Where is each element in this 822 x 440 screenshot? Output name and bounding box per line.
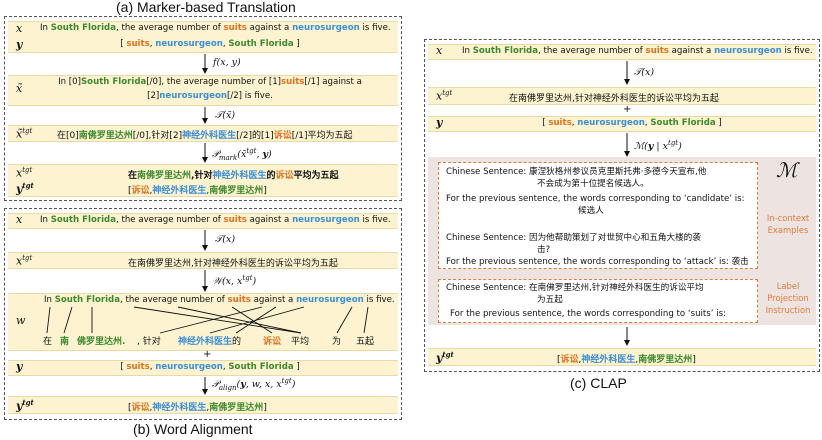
align-tgt-7: 平均: [291, 337, 310, 347]
panel-a-xtilde-label: x̃: [16, 82, 23, 95]
align-line-five: [363, 306, 369, 334]
panel-a-marked-row: [8, 75, 398, 106]
panel-b-output-row: [8, 396, 398, 414]
panel-b-x-label: x: [16, 213, 23, 226]
panel-a-marked-target-row: [8, 125, 398, 142]
align-line-against: [159, 306, 263, 334]
align-tgt-1: 南: [60, 337, 70, 347]
align-line-south: [63, 306, 73, 334]
panel-a-marked-line-1: In [0]South Florida[/0], the average num…: [58, 77, 362, 87]
align-line-number: [177, 306, 302, 334]
panel-a-y-text: [ suits, neurosurgeon, South Florida ]: [120, 39, 300, 49]
align-tgt-6: 诉讼: [263, 337, 282, 347]
panel-c-output-row: [428, 348, 816, 366]
caption-c: (c) CLAP: [570, 375, 627, 391]
panel-b-x-text: In South Florida, the average number of …: [40, 215, 391, 225]
panel-a-xy-row: [8, 21, 398, 53]
panel-a-ytgt-text: [诉讼,神经外科医生,南佛罗里达州]: [128, 186, 267, 196]
align-tgt-9: 五起: [356, 337, 375, 347]
align-tgt-8: 为: [332, 337, 342, 347]
panel-b-xtgt-text: 在南佛罗里达州,针对神经外科医生的诉讼平均为五起: [128, 259, 338, 269]
align-line-suits: [231, 306, 273, 334]
align-tgt-0: 在: [43, 337, 53, 347]
panel-a-ytgt-label: ytgt: [16, 181, 34, 196]
caption-a: (a) Marker-based Translation: [116, 0, 296, 15]
panel-c-ytgt-text: [诉讼,神经外科医生,南佛罗里达州]: [557, 355, 696, 365]
panel-a-marked-line-2: [2]neurosurgeon[/2] is five.: [147, 91, 273, 101]
panel-c-y-label: y: [436, 116, 443, 129]
panel-a-marked-target-text: 在[0]南佛罗里达州[/0],针对[2]神经外科医生[/2]的[1]诉讼[/1]…: [57, 131, 353, 141]
panel-c-plus: +: [623, 104, 632, 115]
panel-b-op-align: 𝒲(x, xtgt): [212, 274, 257, 288]
panel-b-x-row: [8, 213, 398, 229]
panel-c-op-llm: ℳ(y | xtgt): [634, 139, 682, 153]
panel-c-x-text: In South Florida, the average number of …: [462, 46, 813, 56]
align-tgt-5: 的: [232, 337, 242, 347]
align-line-neurosurgeon: [209, 306, 305, 334]
example-2-line-1: Chinese Sentence: 因为他帮助策划了对世贸中心和五角大楼的袭: [446, 233, 701, 243]
instruction-line-2: 为五起: [537, 295, 563, 305]
panel-c-ytgt-label: ytgt: [436, 350, 454, 365]
example-2-line-2: 击?: [537, 245, 551, 255]
panel-a-output-row: [8, 164, 398, 197]
panel-b-ytgt-label: ytgt: [16, 398, 34, 413]
panel-b-w-label: w: [16, 314, 26, 327]
example-1-line-4: 候选人: [578, 206, 604, 216]
panel-a-xtgt-label: xtgt: [16, 166, 33, 180]
example-1-line-3: For the previous sentence, the words cor…: [446, 194, 745, 204]
panel-b-y-text: [ suits, neurosurgeon, South Florida ]: [120, 362, 300, 372]
panel-c-y-text: [ suits, neurosurgeon, South Florida ]: [542, 118, 722, 128]
panel-b-op-palign: 𝒫align(y, w, x, xtgt): [212, 377, 296, 393]
panel-c-y-row: [428, 116, 816, 132]
panel-b-y-row: [8, 360, 398, 376]
panel-b-y-label: y: [16, 360, 23, 373]
instruction-line-3: For the previous sentence, the words cor…: [450, 309, 727, 319]
label-projection-instruction-box: [438, 279, 758, 323]
panel-b-plus: +: [203, 349, 212, 360]
panel-word-alignment: [4, 208, 402, 420]
panel-a-op-f: f(x, y): [213, 57, 241, 68]
panel-c-x-label: x: [436, 44, 443, 57]
panel-a-y-label: y: [16, 38, 23, 51]
caption-b: (b) Word Alignment: [133, 421, 253, 437]
panel-b-ytgt-text: [诉讼,神经外科医生,南佛罗里达州]: [128, 403, 267, 413]
example-2-line-3: For the previous sentence, the words cor…: [446, 257, 749, 267]
panel-b-xtgt-label: xtgt: [16, 254, 33, 268]
in-context-examples-box: [438, 162, 758, 269]
align-tgt-2: 佛罗里达州.: [77, 337, 126, 347]
align-tgt-4: 神经外科医生: [178, 337, 233, 347]
panel-c-op-translate: 𝒯(x): [634, 67, 655, 78]
align-tgt-3: , 针对: [137, 337, 161, 347]
example-1-line-2: 不会成为第十位提名候选人。: [537, 179, 649, 189]
panel-b-xtgt-row: [8, 252, 398, 269]
panel-b-op-translate: 𝒯(x): [215, 234, 236, 245]
instruction-line-1: Chinese Sentence: 在南佛罗里达州,针对神经外科医生的诉讼平均: [446, 283, 704, 293]
panel-b-alignment-source: In South Florida, the average number of …: [44, 295, 395, 305]
llm-symbol: ℳ: [776, 158, 798, 182]
example-1-line-1: Chinese Sentence: 康涅狄格州参议员克里斯托弗·多德今天宣布,他: [446, 167, 707, 177]
panel-a-xtilde-tgt-label: x̃tgt: [16, 127, 33, 141]
panel-a-x-label: x: [16, 22, 23, 35]
align-line-in: [46, 306, 51, 334]
panel-a-op-translate: 𝒯(x̃): [215, 110, 236, 121]
panel-c-xtgt-row: [428, 87, 816, 105]
align-line-average: [133, 306, 302, 334]
panel-clap: [424, 39, 820, 372]
panel-marker-translation: [4, 16, 402, 201]
panel-a-x-text: In South Florida, the average number of …: [40, 23, 391, 33]
panel-c-x-row: [428, 44, 816, 60]
align-line-is: [336, 306, 353, 334]
panel-a-op-pmark: 𝒫mark(x̃tgt, y): [212, 147, 272, 163]
panel-c-xtgt-label: xtgt: [436, 89, 453, 103]
panel-c-xtgt-text: 在南佛罗里达州,针对神经外科医生的诉讼平均为五起: [509, 94, 719, 104]
panel-a-xtgt-text: 在南佛罗里达州,针对神经外科医生的诉讼平均为五起: [128, 171, 339, 181]
